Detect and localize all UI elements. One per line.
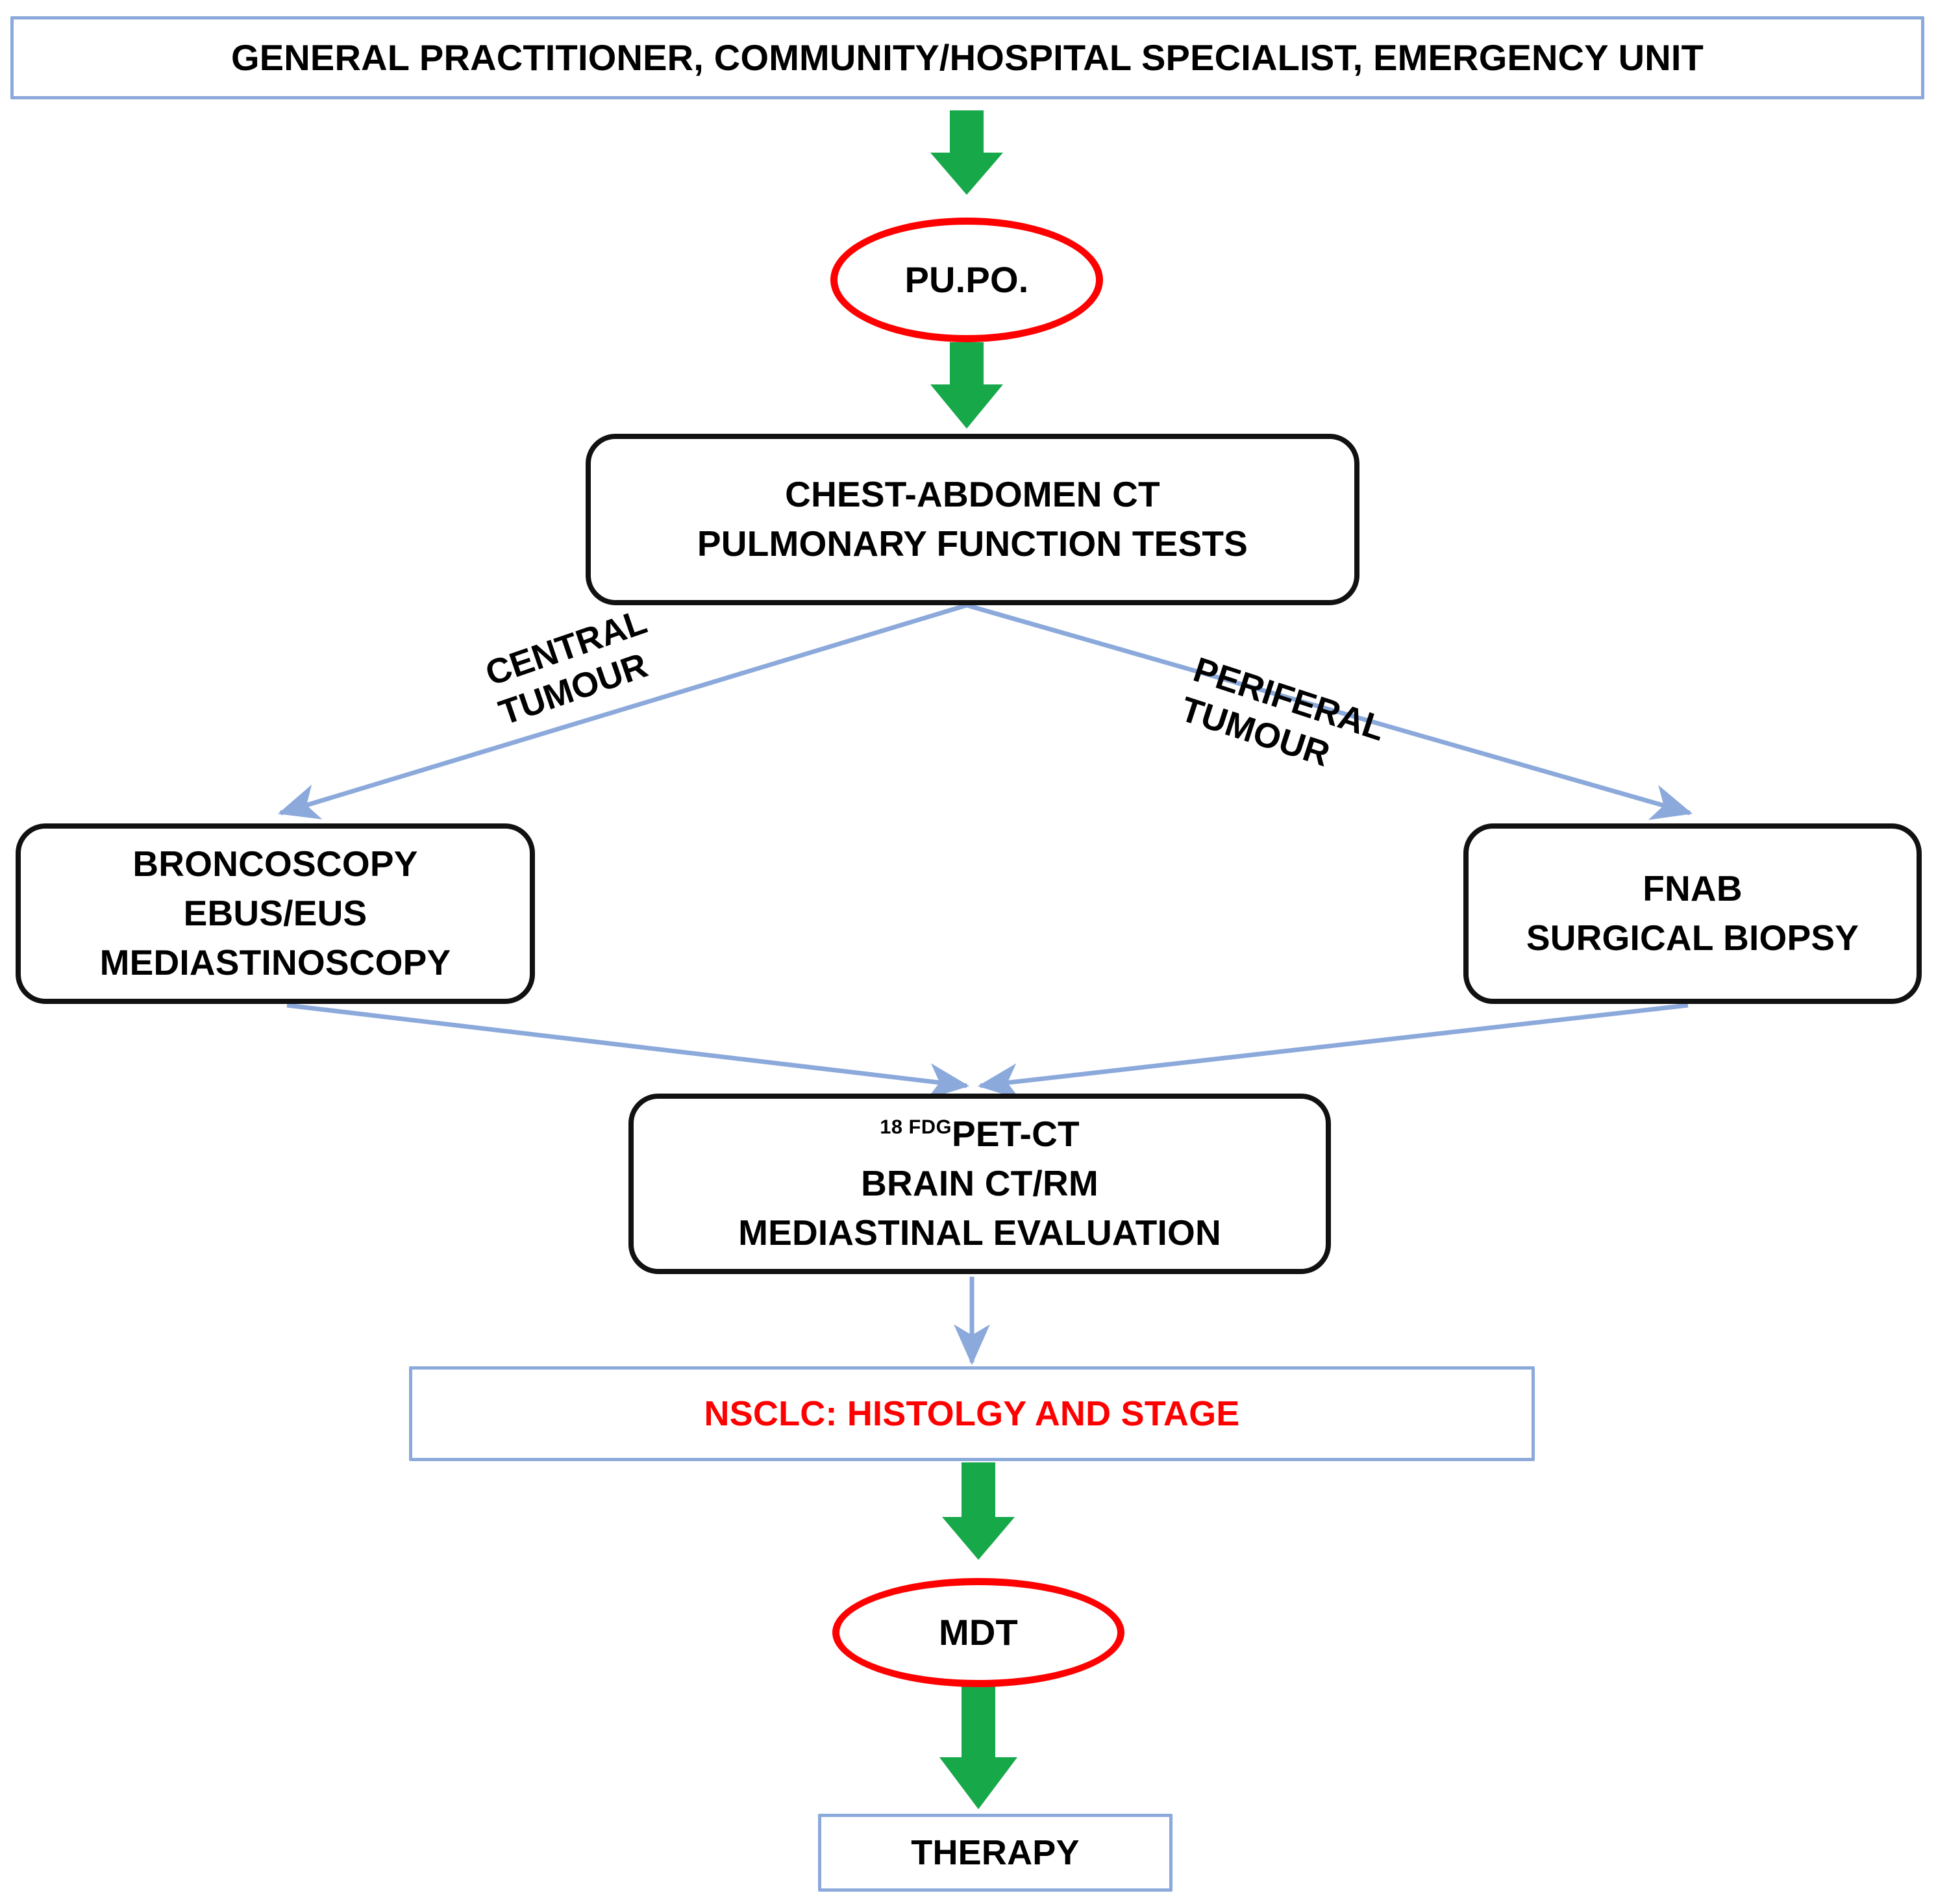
node-pupo[interactable]: PU.PO.	[830, 218, 1103, 342]
green-arrow-referral-to-pupo	[930, 110, 1003, 195]
node-mdt[interactable]: MDT	[832, 1578, 1124, 1687]
node-broncoscopy[interactable]: BRONCOSCOPY EBUS/EUS MEDIASTINOSCOPY	[16, 823, 535, 1004]
node-nsclc-label: NSCLC: HISTOLGY AND STAGE	[704, 1394, 1240, 1433]
node-chest-abdomen-ct[interactable]: CHEST-ABDOMEN CT PULMONARY FUNCTION TEST…	[586, 434, 1359, 605]
green-arrow-mdt-to-therapy	[939, 1686, 1017, 1809]
edge-label-periferal-tumour: PERIFERAL TUMOUR	[1176, 649, 1390, 790]
node-petct-line1: 18 FDGPET-CT	[880, 1110, 1080, 1159]
connector-bronco-to-petct	[286, 1003, 970, 1099]
node-fnab-line2: SURGICAL BIOPSY	[1526, 918, 1859, 958]
node-petct-line3: MEDIASTINAL EVALUATION	[738, 1212, 1221, 1253]
node-referral-label: GENERAL PRACTITIONER, COMMUNITY/HOSPITAL…	[230, 37, 1704, 79]
node-bronco-line1: BRONCOSCOPY	[132, 844, 418, 884]
green-arrow-pupo-to-ct	[930, 342, 1003, 429]
node-pupo-label: PU.PO.	[904, 259, 1029, 301]
connector-fnab-to-petct	[977, 1003, 1689, 1100]
node-therapy[interactable]: THERAPY	[818, 1814, 1173, 1892]
node-bronco-line2: EBUS/EUS	[183, 893, 367, 934]
node-petct-line1-main: PET-CT	[952, 1114, 1080, 1155]
node-ct-line2: PULMONARY FUNCTION TESTS	[697, 523, 1248, 564]
node-petct-superscript: 18 FDG	[880, 1115, 952, 1138]
node-nsclc-histology-stage[interactable]: NSCLC: HISTOLGY AND STAGE	[409, 1366, 1535, 1461]
node-fnab-line1: FNAB	[1643, 868, 1743, 909]
node-therapy-label: THERAPY	[911, 1833, 1080, 1872]
node-fnab[interactable]: FNAB SURGICAL BIOPSY	[1463, 823, 1922, 1004]
node-petct-line2: BRAIN CT/RM	[861, 1163, 1098, 1204]
green-arrow-nsclc-to-mdt	[942, 1462, 1015, 1560]
node-bronco-line3: MEDIASTINOSCOPY	[99, 942, 451, 983]
node-ct-line1: CHEST-ABDOMEN CT	[785, 474, 1160, 515]
node-referral[interactable]: GENERAL PRACTITIONER, COMMUNITY/HOSPITAL…	[10, 16, 1924, 99]
edge-label-central-tumour: CENTRAL TUMOUR	[480, 601, 665, 734]
node-pet-ct[interactable]: 18 FDGPET-CT BRAIN CT/RM MEDIASTINAL EVA…	[628, 1094, 1331, 1274]
node-mdt-label: MDT	[939, 1612, 1018, 1653]
